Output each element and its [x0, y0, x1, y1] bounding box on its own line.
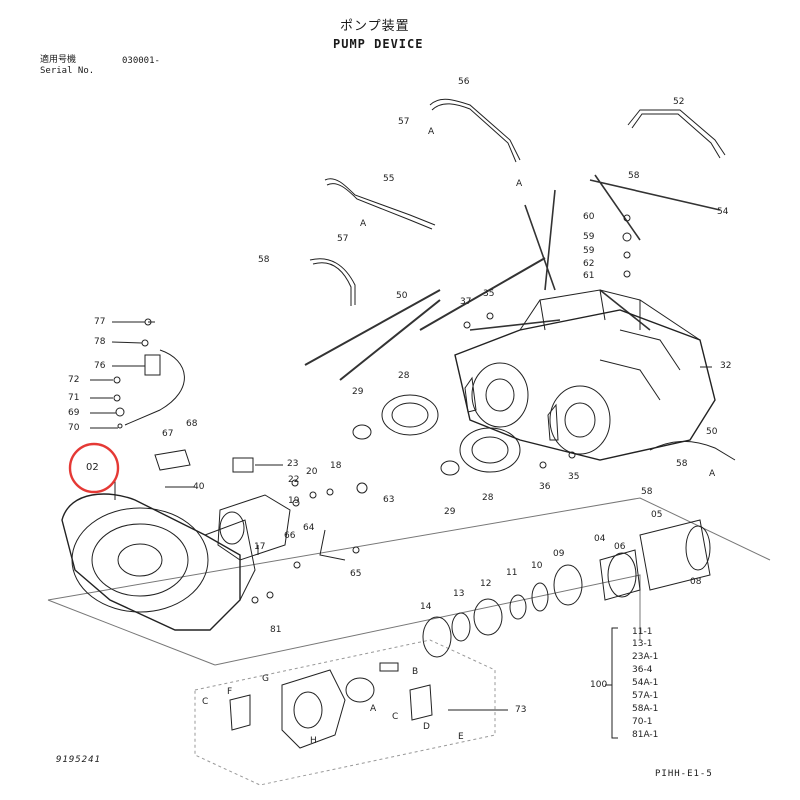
part-label: 52 [673, 97, 685, 107]
part-label: 28 [398, 371, 410, 381]
part-label: 65 [350, 569, 362, 579]
kit-item: 11-1 [632, 627, 653, 637]
flywheel-housing [61, 493, 241, 631]
part-label: 20 [306, 467, 318, 477]
kit-item: 36-4 [632, 665, 653, 675]
part-label: 58 [628, 171, 640, 181]
part-label: 37 [460, 297, 472, 307]
part-label: 59 [583, 246, 595, 256]
part-label: 58 [641, 487, 653, 497]
part-label: 17 [254, 542, 266, 552]
coupling-box [194, 639, 496, 786]
part-label: 13 [453, 589, 465, 599]
part-label: 08 [690, 577, 702, 587]
assembly-outline [47, 497, 771, 601]
part-label: A [370, 704, 377, 714]
kit-item: 70-1 [632, 717, 653, 727]
part-label: 64 [303, 523, 315, 533]
part-label: 73 [515, 705, 527, 715]
kit-item: 81A-1 [632, 730, 659, 740]
part-label: 36 [539, 482, 551, 492]
part-label: 66 [284, 531, 296, 541]
part-label: 59 [583, 232, 595, 242]
part-label: 72 [68, 375, 80, 385]
part-label: D [423, 722, 430, 732]
part-label: 77 [94, 317, 106, 327]
part-label: 60 [583, 212, 595, 222]
part-label: 04 [594, 534, 606, 544]
part-label: 81 [270, 625, 282, 635]
kit-item: 58A-1 [632, 704, 659, 714]
part-label: 06 [614, 542, 626, 552]
part-label: 57 [337, 234, 349, 244]
part-label: 62 [583, 259, 595, 269]
kit-bracket [611, 627, 618, 739]
main-pump-body [454, 309, 716, 461]
kit-item: 13-1 [632, 639, 653, 649]
part-label: 56 [458, 77, 470, 87]
part-label: 28 [482, 493, 494, 503]
part-label: 11 [506, 568, 518, 578]
part-label: 23 [287, 459, 299, 469]
highlighted-part-label: 02 [86, 462, 99, 473]
part-label: 18 [330, 461, 342, 471]
part-label: 63 [383, 495, 395, 505]
part-label: 57 [398, 117, 410, 127]
sheet-id: PIHH-E1-5 [655, 769, 713, 779]
part-label: 61 [583, 271, 595, 281]
part-label: 12 [480, 579, 492, 589]
part-label: 58 [258, 255, 270, 265]
kit-item: 57A-1 [632, 691, 659, 701]
part-label: A [428, 127, 435, 137]
part-label: 68 [186, 419, 198, 429]
part-label: 19 [288, 496, 300, 506]
part-label: 40 [193, 482, 205, 492]
part-label: G [262, 674, 269, 684]
part-label: 29 [444, 507, 456, 517]
part-label: 10 [531, 561, 543, 571]
part-label: 67 [162, 429, 174, 439]
part-label: F [227, 687, 233, 697]
serial-label-japanese: 適用号機 [40, 55, 77, 65]
part-label: 50 [706, 427, 718, 437]
title-japanese: ポンプ装置 [340, 19, 410, 34]
part-label: C [202, 697, 209, 707]
part-label: 76 [94, 361, 106, 371]
part-label: 55 [383, 174, 395, 184]
part-label: A [516, 179, 523, 189]
part-label: 35 [568, 472, 580, 482]
part-label: 71 [68, 393, 80, 403]
part-label: 70 [68, 423, 80, 433]
kit-item: 23A-1 [632, 652, 659, 662]
part-label: 54 [717, 207, 729, 217]
part-label: E [458, 732, 464, 742]
part-label: 58 [676, 459, 688, 469]
part-label: 09 [553, 549, 565, 559]
title-english: PUMP DEVICE [333, 37, 424, 51]
serial-value: 030001- [122, 56, 160, 66]
part-label: 14 [420, 602, 432, 612]
drawing-number: 9195241 [56, 755, 101, 765]
part-label: B [412, 667, 419, 677]
part-label: H [310, 736, 317, 746]
part-label: 35 [483, 289, 495, 299]
part-label: 29 [352, 387, 364, 397]
part-label: 69 [68, 408, 80, 418]
serial-label-english: Serial No. [40, 66, 95, 76]
part-label: 05 [651, 510, 663, 520]
kit-number: 100 [590, 680, 608, 690]
part-label: 32 [720, 361, 732, 371]
part-label: A [709, 469, 716, 479]
part-label: C [392, 712, 399, 722]
part-label: 78 [94, 337, 106, 347]
part-label: 50 [396, 291, 408, 301]
kit-item: 54A-1 [632, 678, 659, 688]
part-label: A [360, 219, 367, 229]
part-label: 22 [288, 475, 300, 485]
